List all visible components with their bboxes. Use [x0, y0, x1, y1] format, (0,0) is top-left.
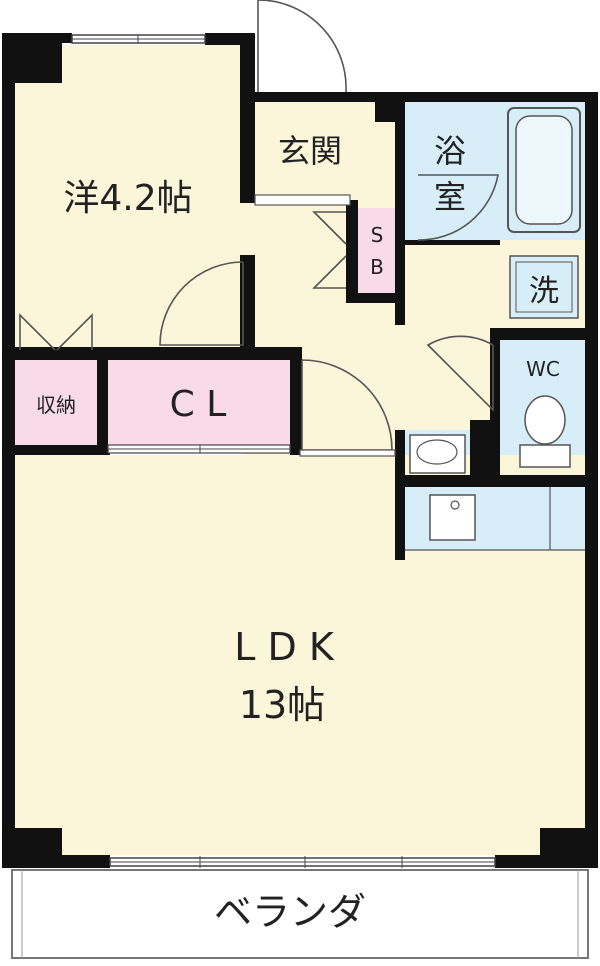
entrance-label: 玄関: [278, 132, 342, 170]
storage-floor: [15, 360, 97, 445]
shoebox-floor: [358, 208, 396, 293]
washing-machine-pan: [509, 255, 579, 319]
toilet-bowl: [524, 395, 566, 445]
storage-label: 収納: [36, 393, 76, 417]
toilet-tank: [519, 444, 571, 468]
balcony: [11, 869, 589, 959]
shoebox-label-1: S: [371, 223, 384, 247]
bath-label-2: 室: [434, 178, 466, 216]
doors: [19, 0, 499, 457]
western-room-label: 洋4.2帖: [63, 178, 192, 219]
western-room-floor: [15, 45, 245, 350]
ldk-size-label: 13帖: [239, 683, 325, 727]
fixtures: [405, 107, 585, 551]
room-labels: 洋4.2帖 玄関 浴 室 S B 洗 WC 収納 C L L D K 13帖 ベ…: [36, 132, 560, 934]
washroom-label: 洗: [529, 274, 559, 309]
bath-label-1: 浴: [434, 132, 466, 170]
closet-floor: [108, 360, 290, 445]
walls: [2, 33, 598, 868]
ldk-label: L D K: [234, 625, 335, 669]
windows: [71, 34, 496, 868]
balcony-label: ベランダ: [214, 890, 366, 934]
shoebox-label-2: B: [370, 255, 384, 279]
closet-label: C L: [170, 384, 227, 425]
wc-label: WC: [526, 357, 560, 381]
